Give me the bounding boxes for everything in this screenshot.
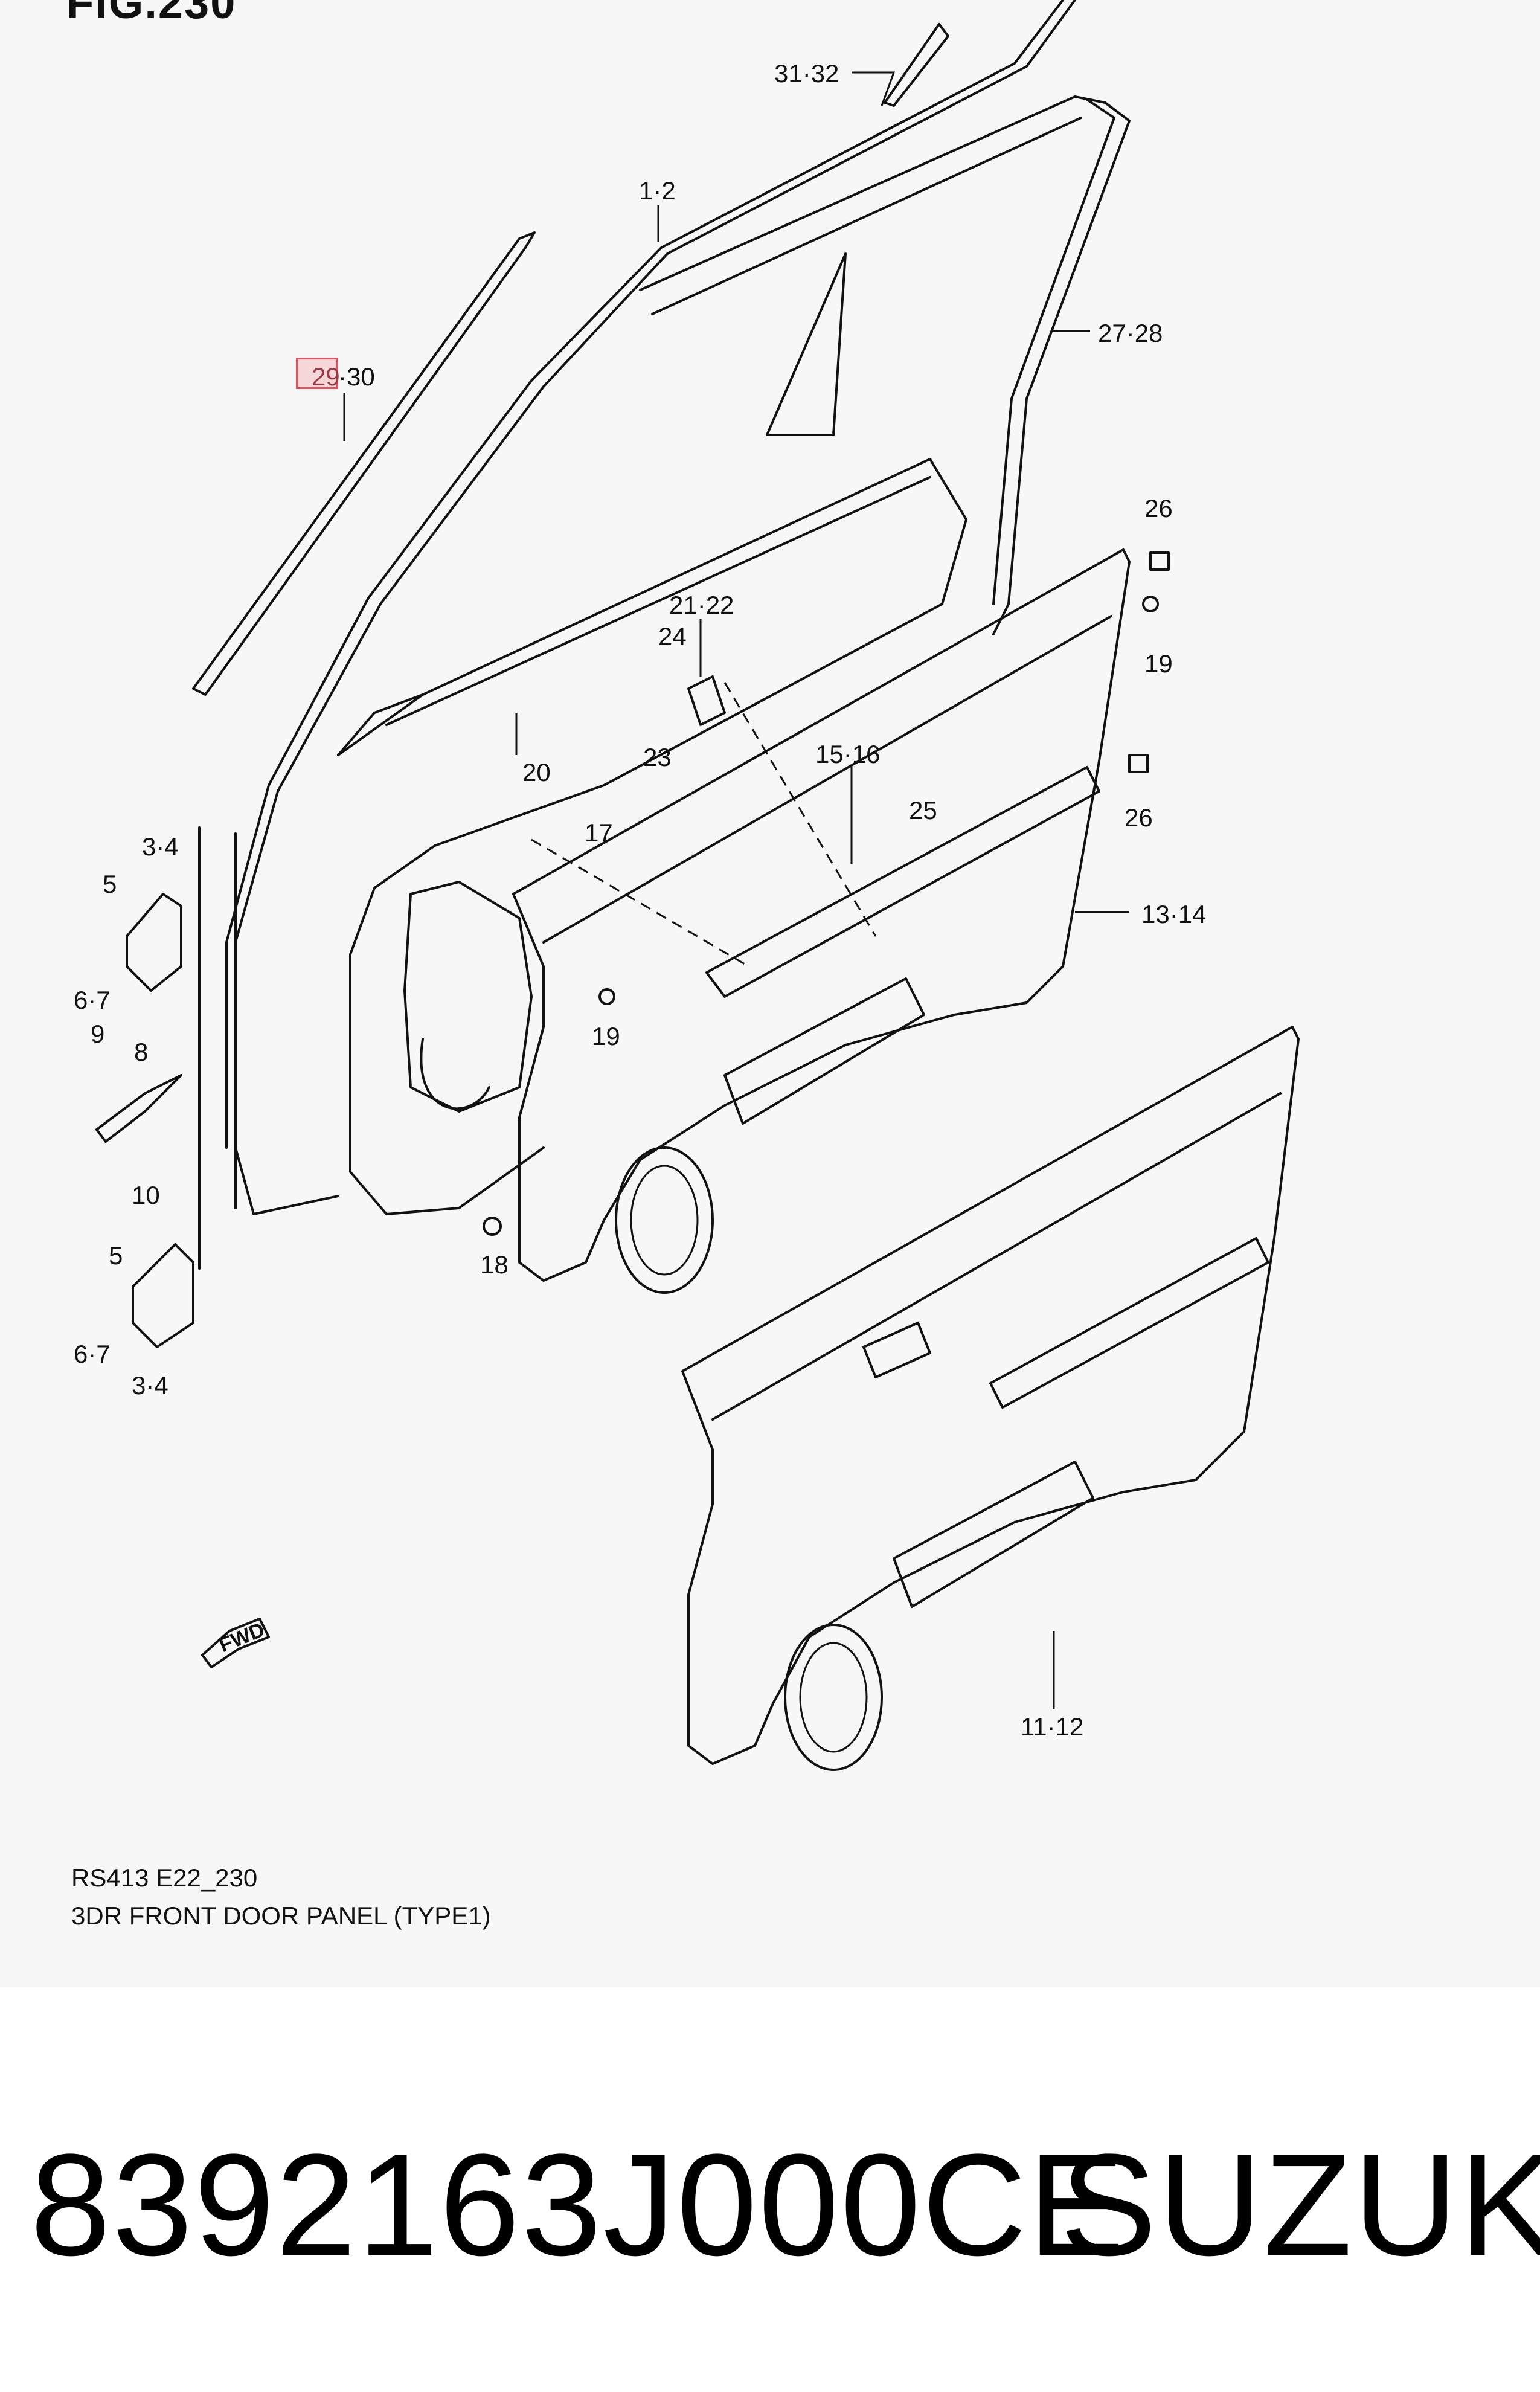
trim-pocket-lower bbox=[893, 1461, 1094, 1608]
clip-19b bbox=[598, 988, 615, 1005]
callout-15-16: 15·16 bbox=[815, 740, 881, 768]
callout-17: 17 bbox=[585, 818, 613, 847]
callout-29-target[interactable]: 29 bbox=[312, 362, 340, 391]
callout-18: 18 bbox=[480, 1250, 509, 1279]
clip-19a bbox=[1142, 596, 1159, 612]
leader-31-32 bbox=[852, 71, 896, 106]
callout-5-upper: 5 bbox=[103, 870, 117, 898]
clip-26b bbox=[1128, 754, 1149, 773]
lower-hinge bbox=[132, 1243, 194, 1348]
speaker-grille-upper-inner bbox=[630, 1165, 699, 1276]
door-frame-inner-top bbox=[651, 117, 1082, 315]
door-weatherstrip bbox=[234, 0, 1076, 1215]
trim-handle-lower bbox=[862, 1322, 931, 1378]
fwd-arrow-shape bbox=[201, 1618, 270, 1668]
callout-5-lower: 5 bbox=[109, 1241, 123, 1270]
callout-23: 23 bbox=[643, 743, 672, 771]
speaker-grille-lower-inner bbox=[799, 1642, 868, 1753]
window-glass-lower bbox=[766, 252, 847, 436]
trim-panel-lower-inner bbox=[711, 1092, 1282, 1421]
footer-bar bbox=[0, 1987, 1540, 2392]
part-number: 8392163J000CE bbox=[30, 2124, 1126, 2286]
callout-9: 9 bbox=[91, 1020, 105, 1048]
leader-dashed-2 bbox=[531, 838, 749, 968]
callout-25: 25 bbox=[909, 796, 937, 825]
window-seal-strip bbox=[884, 23, 949, 107]
highlighted-part-marker[interactable] bbox=[296, 358, 338, 389]
callout-3-4-lower: 3·4 bbox=[132, 1371, 168, 1400]
callout-19-upper: 19 bbox=[1144, 649, 1173, 678]
callout-26-upper: 26 bbox=[1144, 494, 1173, 522]
trim-panel-upper-inner bbox=[542, 615, 1112, 944]
trim-pocket-upper bbox=[723, 977, 925, 1125]
door-inner-panel bbox=[337, 458, 967, 1215]
callout-6-7-lower: 6·7 bbox=[74, 1340, 111, 1368]
door-frame-top bbox=[639, 95, 1106, 291]
glass-run-channel bbox=[992, 101, 1131, 635]
callout-13-14: 13·14 bbox=[1141, 900, 1207, 928]
bracket-21-22 bbox=[687, 675, 726, 726]
door-hinge-post bbox=[198, 826, 237, 1270]
trim-panel-upper bbox=[512, 548, 1131, 1282]
callout-8: 8 bbox=[134, 1038, 149, 1066]
clip-26a bbox=[1149, 551, 1170, 571]
callout-21-22: 21·22 bbox=[669, 591, 734, 619]
brand-name: SUZUKI bbox=[1060, 2124, 1540, 2286]
callout-29-30-suffix: ·30 bbox=[338, 362, 375, 391]
door-speaker-cutout bbox=[420, 1038, 490, 1110]
door-hole-1 bbox=[403, 881, 533, 1113]
trim-armrest-upper bbox=[705, 766, 1100, 998]
callout-26-lower: 26 bbox=[1125, 803, 1153, 832]
callout-24: 24 bbox=[658, 622, 687, 651]
trim-panel-lower bbox=[681, 1026, 1300, 1765]
callout-11-12: 11·12 bbox=[1021, 1712, 1084, 1741]
callout-31-32: 31·32 bbox=[774, 59, 839, 88]
speaker-grille-lower bbox=[784, 1624, 883, 1771]
screw-18 bbox=[483, 1217, 502, 1236]
speaker-grille-upper bbox=[615, 1146, 714, 1294]
door-check-arm bbox=[95, 1074, 182, 1143]
trim-armrest-lower bbox=[989, 1237, 1269, 1409]
callout-27-28: 27·28 bbox=[1098, 319, 1163, 347]
figure-title: FIG.230 bbox=[66, 0, 237, 28]
leader-dashed-1 bbox=[723, 682, 877, 937]
diagram-description: 3DR FRONT DOOR PANEL (TYPE1) bbox=[71, 1902, 491, 1930]
door-weatherstrip-inner bbox=[225, 0, 1064, 1149]
glass-run-channel-inner bbox=[992, 98, 1115, 605]
callout-1-2: 1·2 bbox=[639, 176, 676, 205]
callout-20: 20 bbox=[522, 758, 551, 786]
callout-10: 10 bbox=[132, 1181, 160, 1209]
door-belt-line bbox=[385, 476, 931, 726]
diagram-code: RS413 E22_230 bbox=[71, 1863, 258, 1892]
callout-6-7-upper: 6·7 bbox=[74, 986, 111, 1014]
upper-hinge bbox=[126, 893, 182, 992]
parts-diagram: FIG.230 31·32 1·2 27·28 29 ·30 26 19 21·… bbox=[66, 0, 1300, 1930]
callout-19-lower: 19 bbox=[592, 1022, 620, 1050]
callout-3-4-upper: 3·4 bbox=[142, 832, 179, 861]
door-exploded-view bbox=[95, 0, 1300, 1771]
door-inner-panel-outline bbox=[337, 693, 424, 756]
belt-moulding bbox=[192, 231, 536, 696]
